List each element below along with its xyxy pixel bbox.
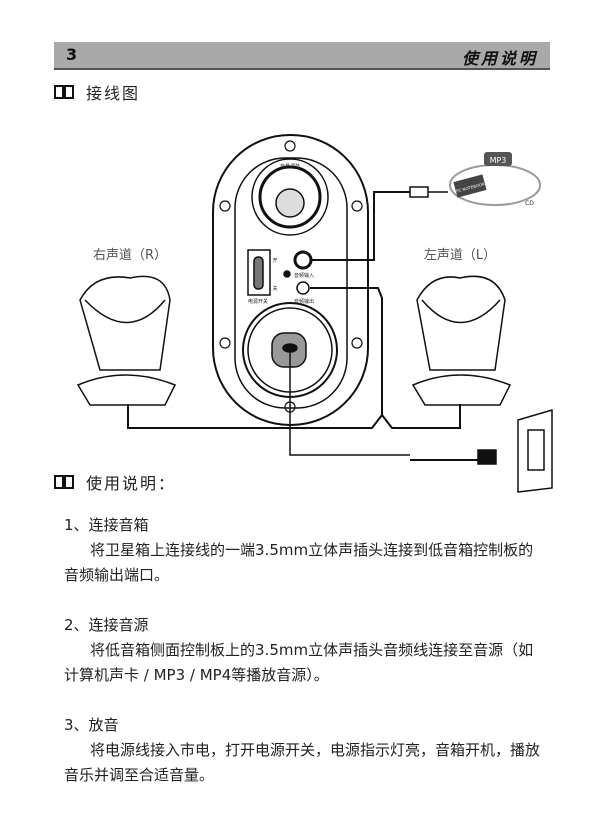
left-speaker: [416, 275, 506, 371]
source-mp3-label: MP3: [490, 156, 507, 165]
step-2: 2、连接音源 将低音箱侧面控制板上的3.5mm立体声插头音频线连接至音源（如计算…: [64, 613, 544, 688]
wiring-diagram: MP3 PC NOTEBOOK CD 音量调节 开 关 电源开关 音频输入 音频…: [76, 134, 553, 493]
step-3: 3、放音 将电源线接入市电，打开电源开关，电源指示灯亮，音箱开机，播放音乐并调至…: [64, 713, 544, 788]
right-speaker: [79, 275, 171, 371]
usage-section-title: 使用说明：: [86, 474, 177, 493]
wiring-section-heading: 接线图: [54, 80, 140, 104]
page-number: 3: [66, 45, 78, 64]
book-icon: [54, 85, 74, 99]
right-channel-label: 右声道（R）: [93, 248, 167, 263]
left-channel-label: 左声道（L）: [424, 248, 496, 263]
audio-in-label: 音频输入: [294, 272, 314, 279]
step-1: 1、连接音箱 将卫星箱上连接线的一端3.5mm立体声插头连接到低音箱控制板的音频…: [64, 513, 544, 588]
power-switch-label: 电源开关: [248, 298, 268, 305]
step-title: 1、连接音箱: [64, 516, 149, 534]
volume-label: 音量调节: [280, 163, 300, 170]
audio-out-label: 音频输出: [294, 298, 314, 305]
step-body: 将低音箱侧面控制板上的3.5mm立体声插头音频线连接至音源（如计算机声卡 / M…: [64, 641, 534, 684]
switch-off-label: 关: [272, 285, 277, 292]
step-body: 将卫星箱上连接线的一端3.5mm立体声插头连接到低音箱控制板的音频输出端口。: [64, 541, 534, 584]
step-title: 2、连接音源: [64, 616, 149, 634]
switch-on-label: 开: [272, 258, 277, 264]
step-title: 3、放音: [64, 716, 119, 734]
header-title: 使用说明: [461, 49, 538, 68]
wiring-section-title: 接线图: [86, 84, 141, 103]
usage-section-heading: 使用说明：: [54, 470, 176, 494]
page-header: 3 使用说明: [54, 42, 550, 70]
source-cd-label: CD: [525, 200, 534, 207]
step-body: 将电源线接入市电，打开电源开关，电源指示灯亮，音箱开机，播放音乐并调至合适音量。: [64, 741, 541, 784]
book-icon: [54, 475, 74, 489]
